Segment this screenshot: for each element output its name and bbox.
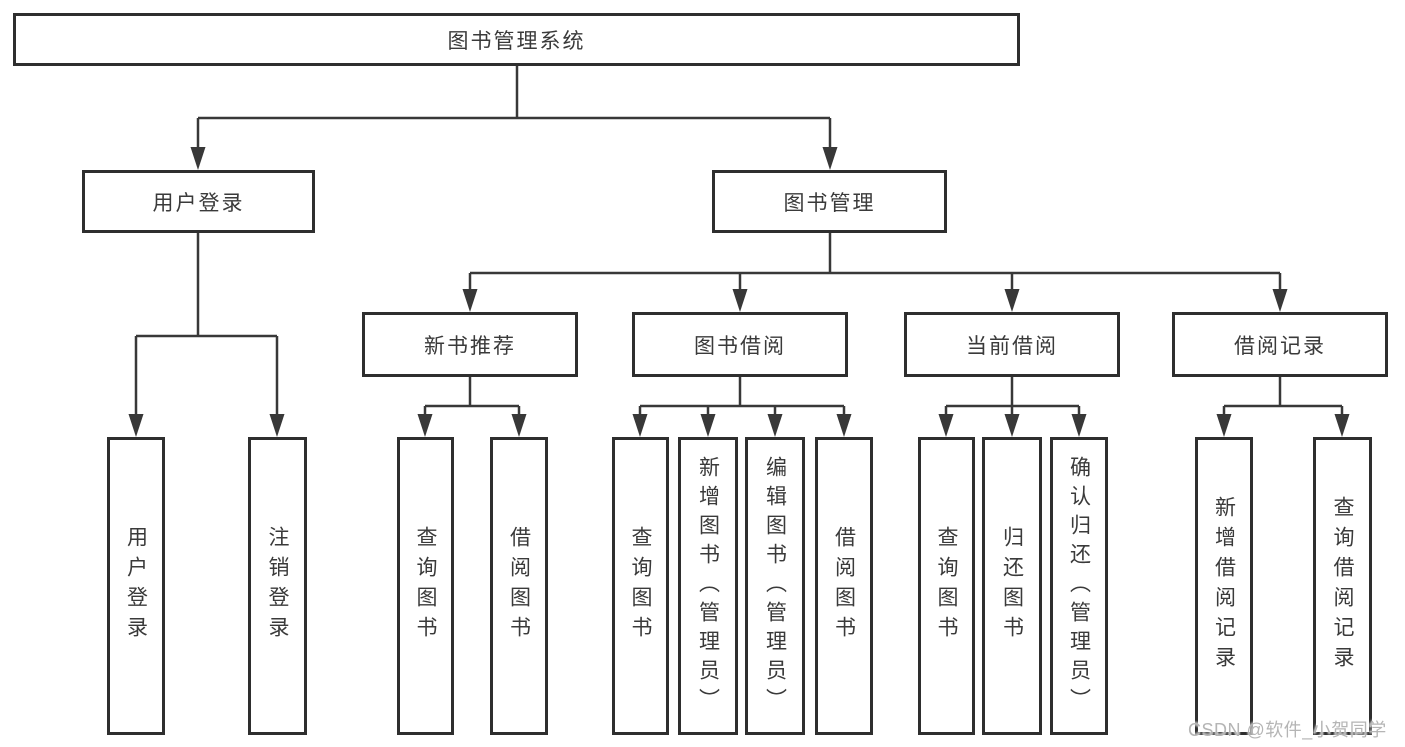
csdn-watermark: CSDN @软件_小贺同学 xyxy=(1188,720,1387,740)
leaf-query-book-1-label: 查询图书 xyxy=(414,526,437,646)
leaf-confirm-return-admin: 确认归还（管理员） xyxy=(1050,437,1108,735)
node-book-management-label: 图书管理 xyxy=(783,191,876,215)
leaf-borrow-book-1-label: 借阅图书 xyxy=(507,526,531,646)
leaf-query-book-2: 查询图书 xyxy=(612,437,669,735)
leaf-borrow-book-2-label: 借阅图书 xyxy=(832,526,856,646)
leaf-return-book: 归还图书 xyxy=(982,437,1042,735)
node-borrow-record: 借阅记录 xyxy=(1172,312,1388,377)
leaf-query-book-3-label: 查询图书 xyxy=(935,526,958,646)
leaf-add-borrow-record-label: 新增借阅记录 xyxy=(1212,496,1236,676)
node-current-borrow-label: 当前借阅 xyxy=(966,334,1058,358)
node-user-login: 用户登录 xyxy=(82,170,315,233)
leaf-add-borrow-record: 新增借阅记录 xyxy=(1195,437,1253,735)
leaf-user-login: 用户登录 xyxy=(107,437,165,735)
node-new-book-recommend-label: 新书推荐 xyxy=(424,334,516,358)
node-root: 图书管理系统 xyxy=(13,13,1020,66)
leaf-query-book-2-label: 查询图书 xyxy=(629,526,652,646)
leaf-logout: 注销登录 xyxy=(248,437,307,735)
node-user-login-label: 用户登录 xyxy=(152,191,245,215)
node-book-management: 图书管理 xyxy=(712,170,947,233)
node-current-borrow: 当前借阅 xyxy=(904,312,1120,377)
node-borrow-record-label: 借阅记录 xyxy=(1234,334,1326,358)
leaf-edit-book-admin-label: 编辑图书（管理员） xyxy=(763,455,787,717)
leaf-add-book-admin: 新增图书（管理员） xyxy=(678,437,738,735)
leaf-add-book-admin-label: 新增图书（管理员） xyxy=(696,455,720,717)
leaf-borrow-book-2: 借阅图书 xyxy=(815,437,873,735)
leaf-query-book-1: 查询图书 xyxy=(397,437,454,735)
leaf-user-login-label: 用户登录 xyxy=(124,526,148,646)
leaf-return-book-label: 归还图书 xyxy=(1000,526,1024,646)
node-new-book-recommend: 新书推荐 xyxy=(362,312,578,377)
leaf-query-book-3: 查询图书 xyxy=(918,437,975,735)
node-root-label: 图书管理系统 xyxy=(447,29,586,53)
leaf-confirm-return-admin-label: 确认归还（管理员） xyxy=(1067,455,1091,717)
leaf-query-borrow-record: 查询借阅记录 xyxy=(1313,437,1372,735)
node-book-borrow-label: 图书借阅 xyxy=(694,334,786,358)
node-book-borrow: 图书借阅 xyxy=(632,312,848,377)
leaf-edit-book-admin: 编辑图书（管理员） xyxy=(745,437,805,735)
leaf-query-borrow-record-label: 查询借阅记录 xyxy=(1331,496,1354,676)
leaf-logout-label: 注销登录 xyxy=(266,526,289,646)
leaf-borrow-book-1: 借阅图书 xyxy=(490,437,548,735)
